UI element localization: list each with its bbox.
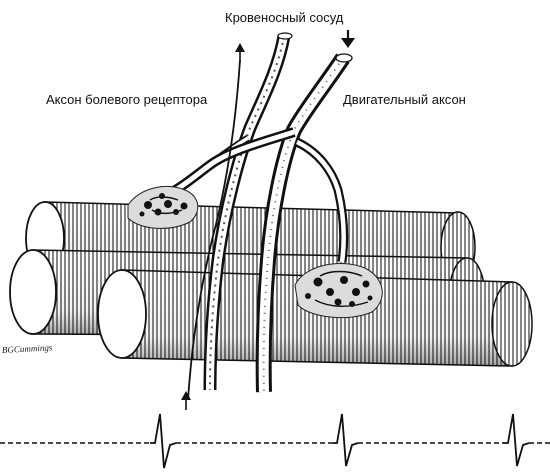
label-blood-vessel: Кровеносный сосуд <box>225 10 344 25</box>
end-plate-right <box>294 262 383 319</box>
pain-receptor-axon <box>187 59 241 401</box>
label-pain-axon: Аксон болевого рецептора <box>46 92 208 107</box>
signature: BGCummings <box>2 342 53 355</box>
end-plate-left <box>127 186 199 229</box>
arrow-down-icon <box>341 30 355 48</box>
action-potential-trace <box>0 413 550 469</box>
arrow-up-icon <box>235 43 245 62</box>
motor-axon <box>169 53 353 393</box>
label-motor-axon: Двигательный аксон <box>343 92 466 107</box>
arrow-up-icon <box>181 391 191 410</box>
